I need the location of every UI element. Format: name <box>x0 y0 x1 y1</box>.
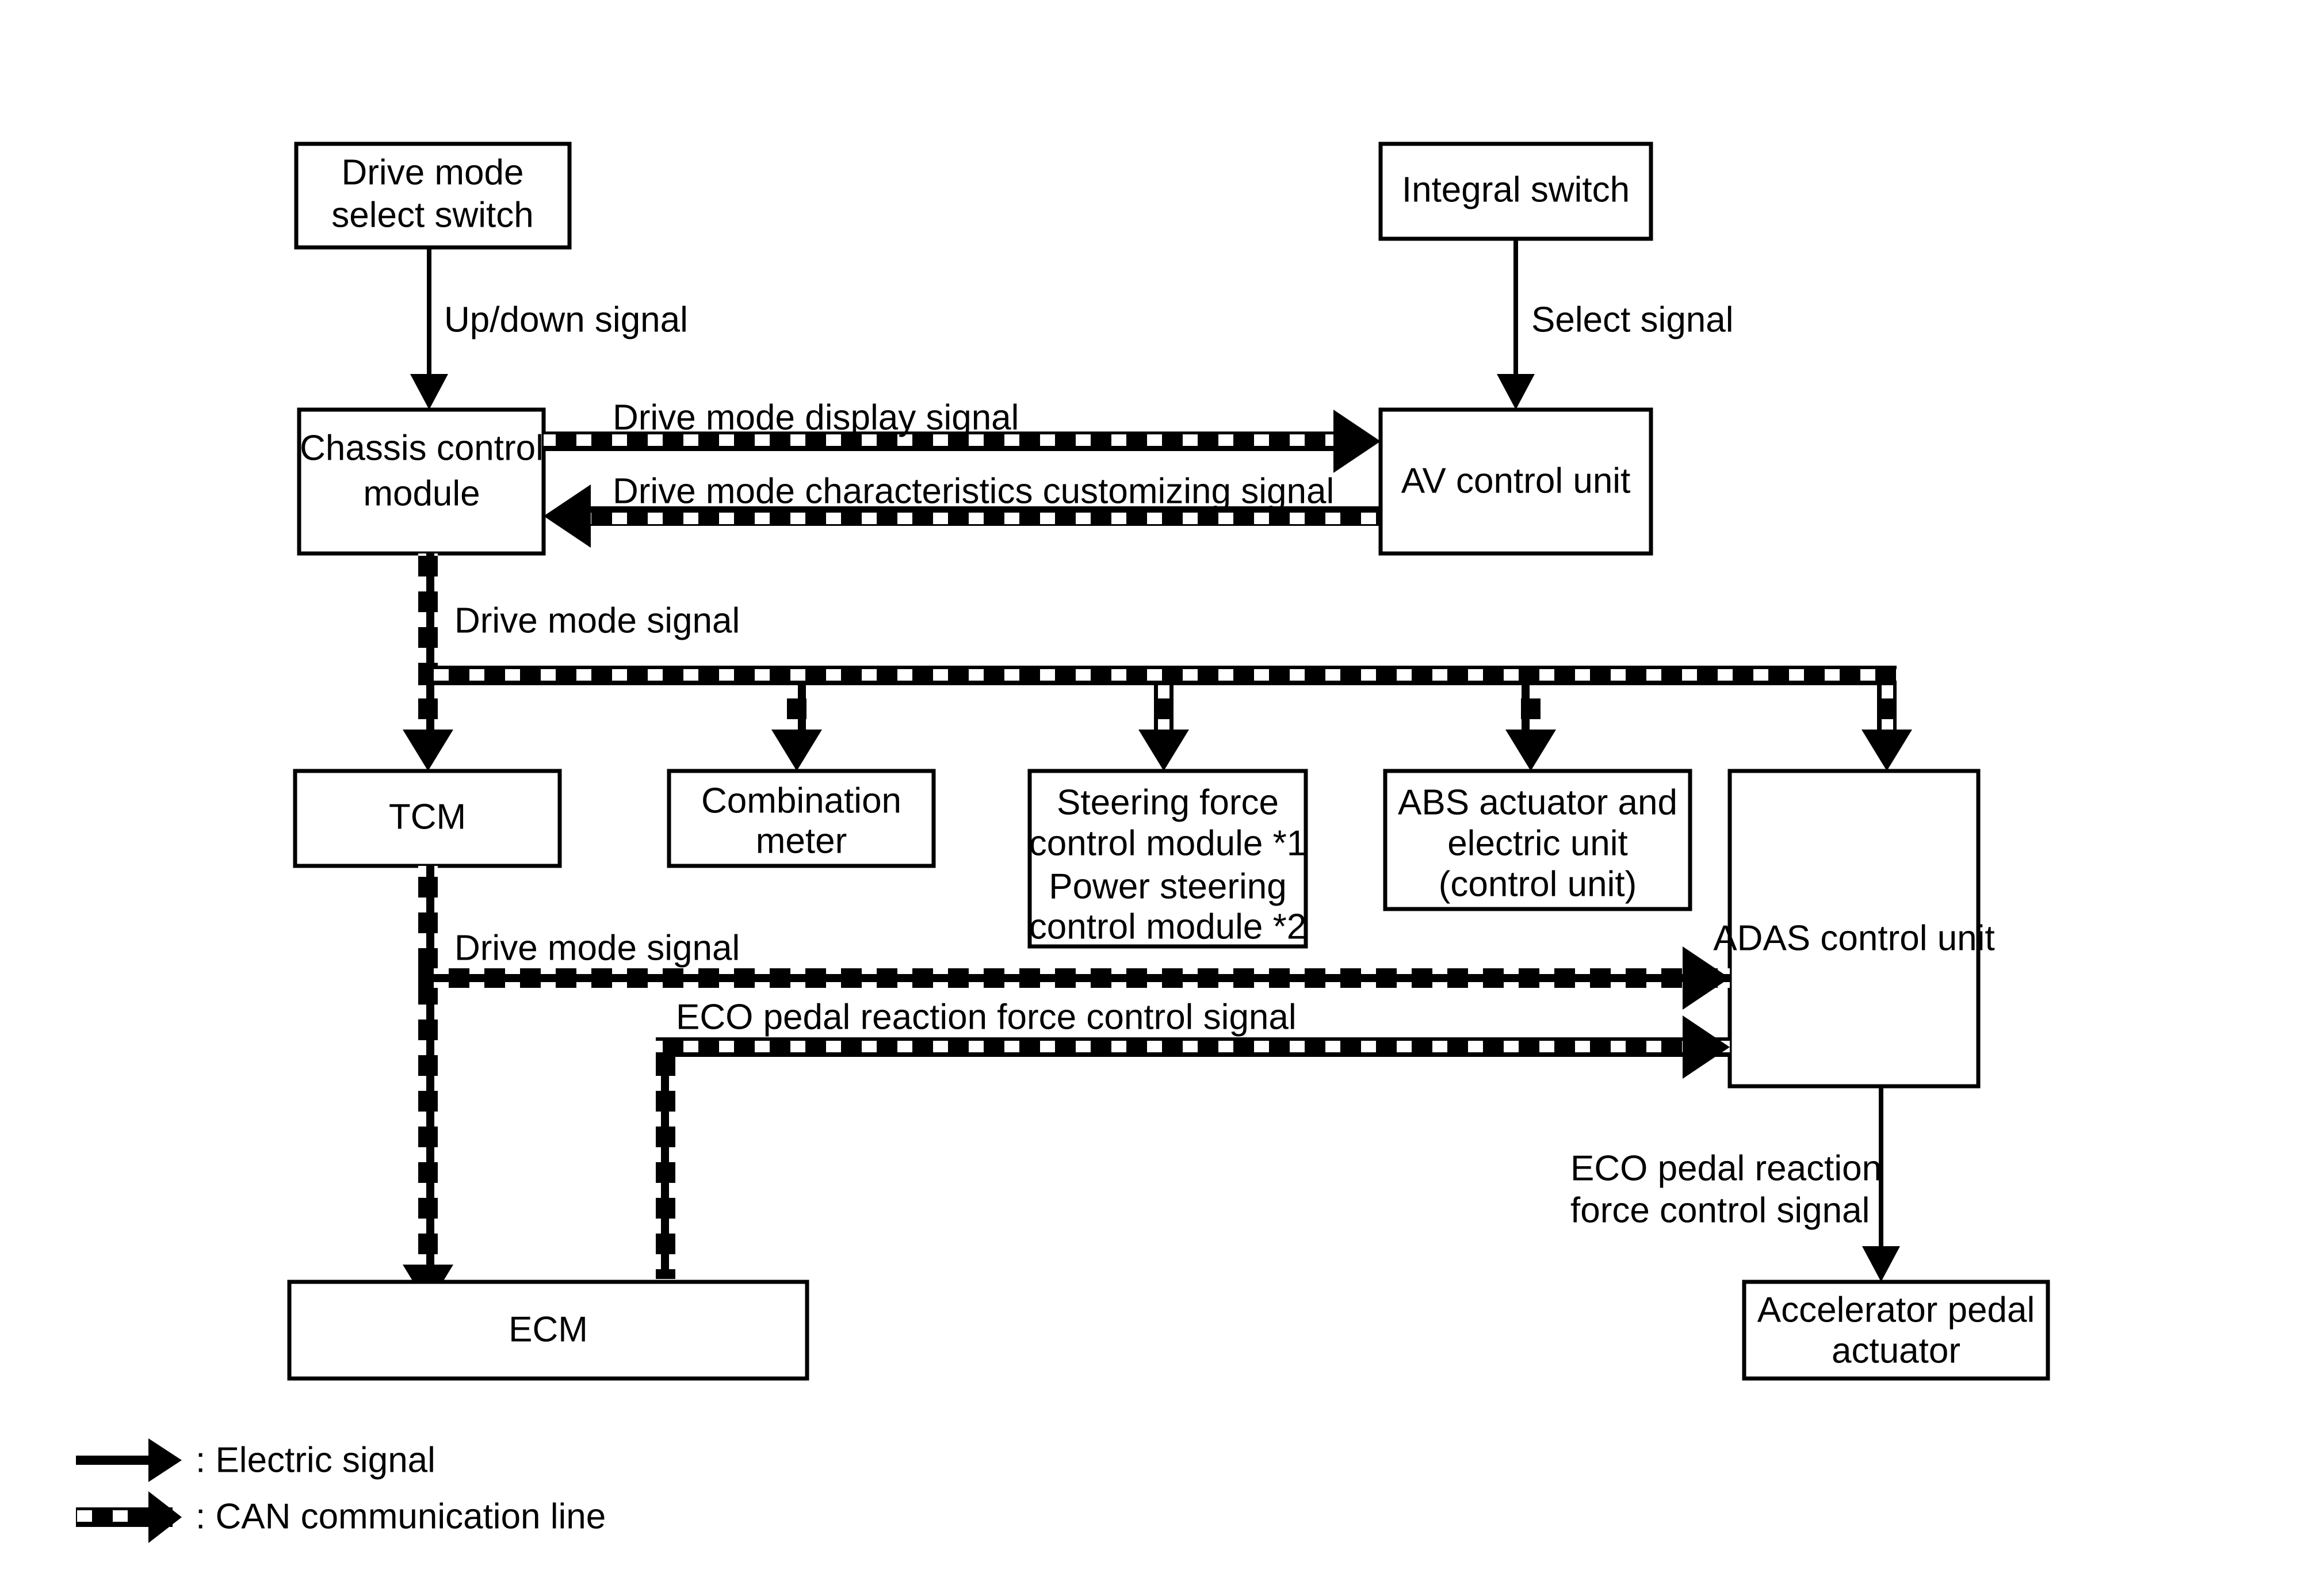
node-label-line: Chassis control <box>300 428 544 468</box>
edge-label-select-signal: Select signal <box>1531 300 1734 339</box>
node-integral-switch[interactable]: Integral switch <box>1378 142 1653 241</box>
node-label-line: Power steering <box>1049 866 1287 906</box>
edge-label-drive-mode-signal-lower: Drive mode signal <box>454 928 740 968</box>
edge-drive-mode-characteristics-customizing-signal: Drive mode characteristics customizing s… <box>544 471 1381 548</box>
edge-up-down-signal: Up/down signal <box>410 247 688 410</box>
node-chassis-control-module[interactable]: Chassis control module <box>297 407 546 556</box>
node-label-line: Accelerator pedal <box>1757 1290 2035 1330</box>
node-label-line: AV control unit <box>1401 461 1631 501</box>
node-drive-mode-select-switch[interactable]: Drive mode select switch <box>294 142 572 250</box>
node-ecm[interactable]: ECM <box>287 1280 809 1381</box>
node-label-line: electric unit <box>1447 823 1628 863</box>
node-av-control-unit[interactable]: AV control unit <box>1378 407 1653 556</box>
can-bus-drive-mode-signal <box>418 666 1897 685</box>
node-label-line: select switch <box>331 195 533 235</box>
edge-label-drive-mode-signal: Drive mode signal <box>454 601 740 640</box>
legend-electric-signal: : Electric signal <box>76 1438 435 1482</box>
can-bus-eco-pedal-reaction-force-control-signal: ECO pedal reaction force control signal <box>656 997 1730 1279</box>
edge-label-drive-mode-characteristics-customizing-signal: Drive mode characteristics customizing s… <box>613 471 1334 511</box>
node-label-line: TCM <box>389 797 466 837</box>
edge-label-up-down-signal: Up/down signal <box>444 300 688 339</box>
node-label-line: meter <box>756 821 847 861</box>
node-label-line: ABS actuator and <box>1398 782 1677 822</box>
edge-eco-pedal-reaction-force-control-signal-electric: ECO pedal reaction force control signal <box>1570 1086 1900 1282</box>
node-label-line: actuator <box>1832 1331 1960 1370</box>
node-tcm[interactable]: TCM <box>293 769 562 868</box>
can-drop-steering-force-control-module <box>1138 685 1189 771</box>
node-abs-actuator-and-electric-unit[interactable]: ABS actuator and electric unit (control … <box>1383 769 1692 911</box>
node-label-line: Combination <box>701 781 901 820</box>
edge-label-drive-mode-display-signal: Drive mode display signal <box>613 398 1019 437</box>
node-label-line: control module *1 <box>1029 823 1307 863</box>
node-label-line: module <box>363 474 480 513</box>
edge-drive-mode-signal-trunk: Drive mode signal <box>403 553 740 771</box>
node-label-line: control module *2 <box>1029 907 1307 946</box>
node-adas-control-unit[interactable]: ADAS control unit <box>1713 769 1995 1089</box>
node-accelerator-pedal-actuator[interactable]: Accelerator pedal actuator <box>1742 1280 2050 1381</box>
node-label-line: (control unit) <box>1439 864 1637 904</box>
edge-label-eco-pedal-reaction-force-control-signal: ECO pedal reaction force control signal <box>676 997 1297 1037</box>
can-drop-combination-meter <box>771 685 822 771</box>
node-label-line: Steering force <box>1057 782 1279 822</box>
edge-select-signal: Select signal <box>1497 239 1734 410</box>
node-label-line: Integral switch <box>1402 170 1630 209</box>
can-drop-adas-control-unit <box>1862 685 1912 771</box>
legend-can-communication-line: : CAN communication line <box>76 1491 606 1543</box>
can-drop-abs-actuator <box>1505 685 1556 771</box>
edge-drive-mode-display-signal: Drive mode display signal <box>544 398 1381 473</box>
node-label-line: Drive mode <box>342 152 524 192</box>
legend-label-can-communication-line: : CAN communication line <box>196 1496 606 1536</box>
edge-label-eco-pedal-l1: ECO pedal reaction <box>1570 1148 1882 1188</box>
node-combination-meter[interactable]: Combination meter <box>667 769 936 868</box>
edge-label-eco-pedal-l2: force control signal <box>1570 1190 1870 1230</box>
can-bus-drive-mode-signal-lower: Drive mode signal <box>418 928 1730 1010</box>
node-label-line: ADAS control unit <box>1713 918 1994 958</box>
node-label-line: ECM <box>509 1309 588 1349</box>
node-steering-force-control-module[interactable]: Steering force control module *1 Power s… <box>1027 769 1308 949</box>
legend-label-electric-signal: : Electric signal <box>196 1440 435 1480</box>
